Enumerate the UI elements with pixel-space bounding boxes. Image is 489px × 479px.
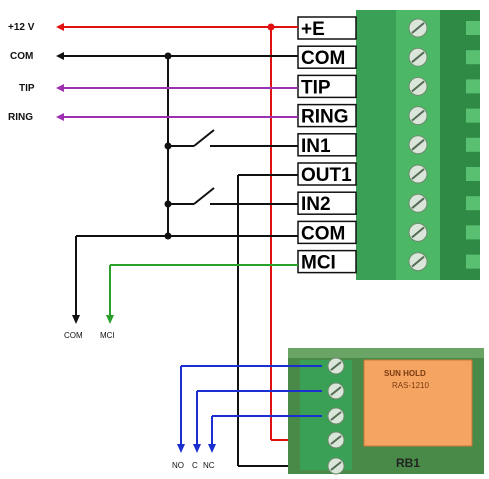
- relay-screw-slot: [330, 361, 342, 371]
- terminal-tab: [466, 50, 480, 65]
- wire-relay-c: [193, 390, 322, 453]
- wire-12v: [56, 23, 322, 441]
- screw-slot: [411, 80, 425, 93]
- terminal-label-4: IN1: [301, 136, 331, 157]
- terminal-label-box: [297, 74, 357, 99]
- wire-relay-no: [177, 365, 322, 453]
- relay-model: RAS-1210: [392, 381, 429, 390]
- relay-module: SUN HOLD RAS-1210 RB1: [288, 348, 484, 475]
- terminal-tab: [466, 225, 480, 240]
- terminal-tab: [466, 196, 480, 211]
- screw-slot: [411, 168, 425, 180]
- terminal-label-3: RING: [301, 107, 349, 128]
- terminal-label-box: [297, 249, 357, 274]
- terminal-label-6: IN2: [301, 194, 331, 215]
- label-tip: TIP: [19, 83, 35, 94]
- relay-screw-slot: [330, 435, 342, 445]
- terminal-block-main: [356, 10, 480, 280]
- screw-slot: [411, 226, 425, 239]
- screw-slot: [411, 22, 425, 34]
- terminal-label-7: COM: [301, 223, 345, 244]
- terminal-tab: [466, 79, 480, 94]
- terminal-label-8: MCI: [301, 253, 336, 274]
- terminal-tab: [466, 167, 480, 181]
- terminal-label-box: [297, 133, 357, 157]
- terminal-tab: [466, 108, 480, 123]
- relay-brand: SUN HOLD: [384, 369, 426, 378]
- relay-screw-slot: [330, 386, 342, 396]
- wire-mci: [106, 264, 298, 324]
- terminal-label-box: [297, 45, 357, 69]
- terminal-tabs: [466, 21, 480, 269]
- terminal-label-2: TIP: [301, 77, 331, 98]
- label-relay-c: C: [192, 461, 198, 470]
- terminal-label-0: +E: [301, 19, 325, 40]
- screw-slot: [411, 255, 425, 268]
- terminal-tab: [466, 21, 480, 35]
- wire-tip: [56, 84, 298, 92]
- label-com: COM: [10, 51, 33, 62]
- terminal-label-box: [297, 103, 357, 128]
- terminal-tab: [466, 254, 480, 269]
- screw-slot: [411, 51, 425, 63]
- switch-in2: [168, 187, 298, 205]
- terminal-label-box: [297, 220, 357, 245]
- terminal-block-body: [356, 10, 396, 280]
- label-ring: RING: [8, 112, 33, 123]
- screw-slot: [411, 139, 425, 151]
- terminal-label-1: COM: [301, 48, 345, 69]
- relay-screw-slot: [330, 461, 342, 471]
- wire-com-lower: [72, 235, 298, 324]
- wire-relay-nc: [208, 415, 322, 453]
- relay-board-label: RB1: [396, 456, 420, 470]
- screw-slot: [411, 197, 425, 209]
- relay-screw-slot: [330, 411, 342, 421]
- relay-terminal-screws: [327, 357, 345, 475]
- label-relay-nc: NC: [203, 461, 215, 470]
- label-bottom-com: COM: [64, 331, 83, 340]
- terminal-tab: [466, 137, 480, 152]
- screw-slot: [411, 109, 425, 122]
- relay-component: [363, 359, 473, 447]
- label-relay-no: NO: [172, 461, 184, 470]
- wire-ring: [56, 113, 298, 121]
- label-bottom-mci: MCI: [100, 331, 115, 340]
- label-12v: +12 V: [8, 22, 35, 33]
- terminal-label-5: OUT1: [301, 165, 352, 186]
- terminal-screws: [408, 18, 428, 272]
- switch-in1: [168, 129, 298, 147]
